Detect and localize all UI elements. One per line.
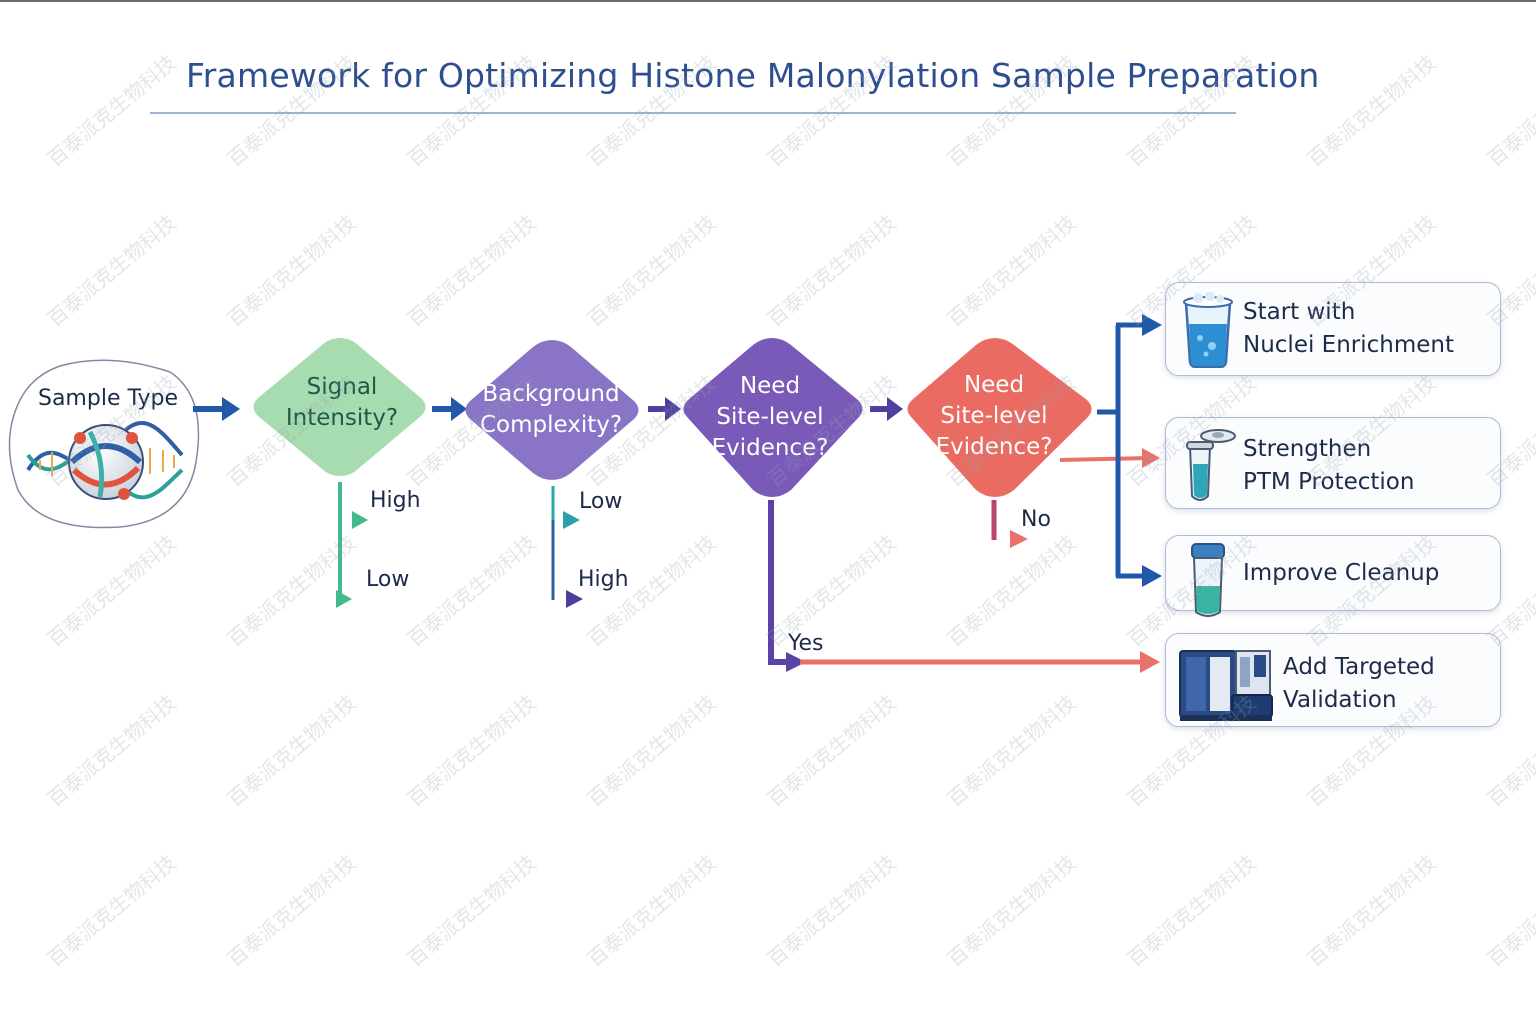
outcome-validation-line-2: Validation <box>1283 687 1397 713</box>
signal-branches <box>336 482 636 608</box>
signal-intensity-label: Signal Intensity? <box>262 372 422 434</box>
diagram-title: Framework for Optimizing Histone Malonyl… <box>186 56 1320 95</box>
need2-line-2: Site-level <box>940 403 1048 429</box>
outcome-text-validation: Add Targeted Validation <box>1283 651 1435 717</box>
need2-line-1: Need <box>963 372 1025 398</box>
outcome-nuclei-line-2: Nuclei Enrichment <box>1243 332 1454 358</box>
need-site-level-evidence-node-1 <box>683 338 863 497</box>
need1-line-1: Need <box>739 373 801 399</box>
need-evidence-label-2: Need Site-level Evidence? <box>914 370 1074 463</box>
top-border <box>0 0 1536 2</box>
outcome-validation-line-1: Add Targeted <box>1283 654 1435 680</box>
need1-line-2: Site-level <box>716 404 824 430</box>
background-low-label: Low <box>579 489 623 514</box>
signal-low-label: Low <box>366 567 410 592</box>
beaker-icon <box>1183 292 1233 368</box>
signal-intensity-node <box>253 338 426 476</box>
background-complexity-label: Background Complexity? <box>470 379 632 441</box>
no-path <box>991 500 1118 548</box>
signal-high-label: High <box>370 488 421 513</box>
need-evidence-label-1: Need Site-level Evidence? <box>690 371 850 464</box>
sample-type-label: Sample Type <box>37 386 178 411</box>
background-complexity-node <box>465 340 639 480</box>
outcome-card-nuclei: Start with Nuclei Enrichment <box>1165 282 1501 376</box>
outcome-ptm-line-2: PTM Protection <box>1243 469 1415 495</box>
dna-globe-icon <box>26 421 184 500</box>
background-high-label: High <box>578 567 629 592</box>
need1-line-3: Evidence? <box>711 435 829 461</box>
outcome-text-nuclei: Start with Nuclei Enrichment <box>1243 296 1454 362</box>
need-site-level-evidence-node-2 <box>907 338 1092 497</box>
mass-spec-icon <box>1179 650 1273 721</box>
signal-line-2: Intensity? <box>285 405 399 431</box>
outcome-card-validation: Add Targeted Validation <box>1165 633 1501 727</box>
need2-line-3: Evidence? <box>935 434 1053 460</box>
background-line-2: Complexity? <box>479 412 623 438</box>
outcome-ptm-line-1: Strengthen <box>1243 436 1372 462</box>
title-divider <box>150 112 1236 114</box>
outcome-nuclei-line-1: Start with <box>1243 299 1356 325</box>
no-label: No <box>1021 507 1051 532</box>
yes-label: Yes <box>788 631 824 656</box>
outcome-bracket <box>1097 314 1162 587</box>
signal-line-1: Signal <box>306 374 378 400</box>
outcome-text-cleanup: Improve Cleanup <box>1243 560 1440 586</box>
background-branches <box>551 486 583 608</box>
vial-icon <box>1191 543 1225 617</box>
outcome-card-cleanup: Improve Cleanup <box>1165 535 1501 617</box>
outcome-card-ptm: Strengthen PTM Protection <box>1165 417 1501 509</box>
background-line-1: Background <box>482 381 620 407</box>
outcome-text-ptm: Strengthen PTM Protection <box>1243 433 1414 499</box>
yes-path <box>768 500 1160 673</box>
tube-icon <box>1186 429 1236 501</box>
